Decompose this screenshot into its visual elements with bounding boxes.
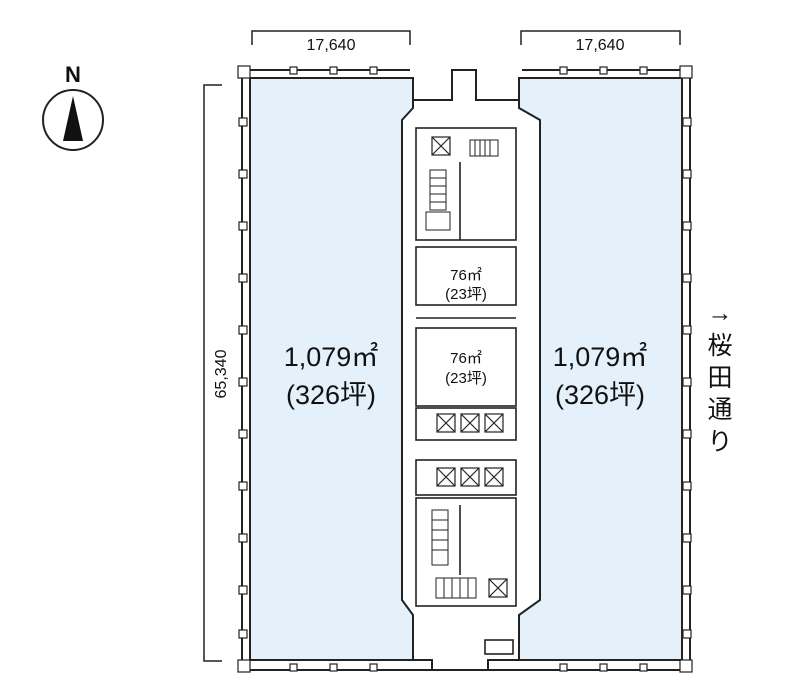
west-facade-columns [237,65,251,673]
east-office-area: 1,079㎡ [553,342,648,372]
north-facade-columns [289,66,648,75]
west-office-area: 1,079㎡ [284,342,379,372]
dimension-label-left-width: 17,640 [307,37,356,54]
dimension-label-height: 65,340 [213,349,230,398]
stair-icons [425,139,499,599]
core-room-lower-area: 76㎡ [450,350,482,367]
core-room-upper-tsubo: (23坪) [445,286,487,303]
street-name-char-4: り [707,428,732,456]
core-room-upper-area: 76㎡ [450,267,482,284]
core-partitions [415,127,517,655]
north-arrow-icon [42,89,104,151]
street-arrow: → [708,299,733,327]
street-name-char-3: 通 [707,396,732,424]
compass-label: N [65,62,81,87]
dimension-left-height [203,84,222,662]
dimension-top-right [520,30,681,45]
elevator-icons [431,136,508,598]
east-office-floor [518,77,683,661]
street-name-char-1: 桜 [707,332,732,360]
east-office-tsubo: (326坪) [555,380,645,410]
dimension-label-right-width: 17,640 [576,37,625,54]
core-room-lower-tsubo: (23坪) [445,370,487,387]
west-office-tsubo: (326坪) [286,380,376,410]
street-name-char-2: 田 [707,364,732,392]
dimension-top-left [251,30,411,45]
east-facade-columns [679,65,693,673]
south-facade-columns [289,663,648,672]
west-office-floor [249,77,414,661]
